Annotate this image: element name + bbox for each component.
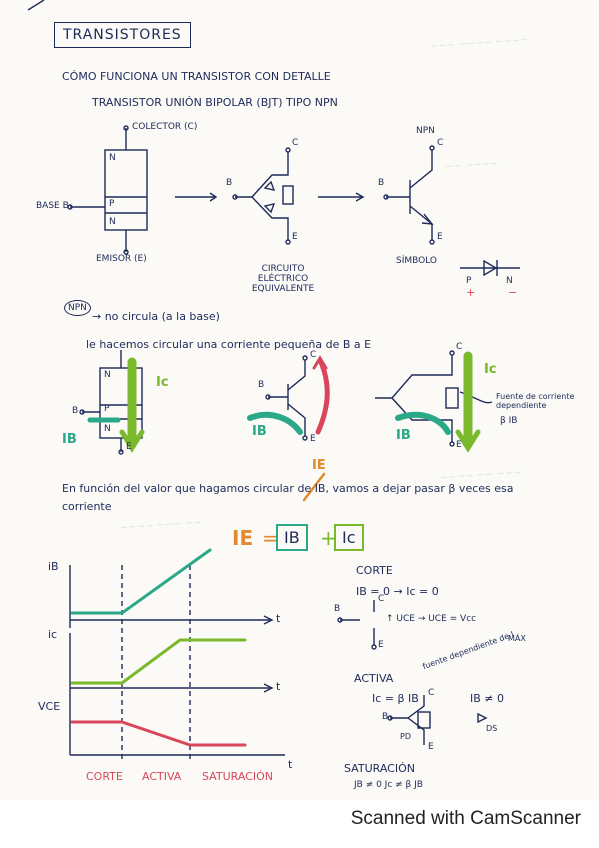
activa-c: C — [428, 688, 435, 698]
circuit-e-label: E — [292, 232, 298, 242]
circuit-b-label: B — [226, 178, 233, 188]
ie-label: IE — [312, 458, 326, 473]
d2-b-label: B — [72, 406, 79, 416]
corte-max: MÁX — [508, 634, 526, 643]
symbol-caption: SÍMBOLO — [396, 256, 438, 266]
ib-label-left: IB — [62, 432, 77, 447]
graph-ic-label: ic — [48, 628, 58, 641]
activa-e: E — [428, 742, 434, 752]
emitter-label: EMISOR (E) — [96, 254, 147, 264]
d2-layer-n-bottom: N — [104, 424, 111, 434]
eq-ie: IE — [232, 526, 254, 550]
d2-layer-n-top: N — [104, 370, 111, 380]
corte-eq: IB = 0 → Ic = 0 — [356, 585, 439, 598]
fuente-note: Fuente de corriente dependiente — [496, 392, 575, 410]
npn-circle: NPN — [64, 300, 91, 316]
d2-mid-e-label: E — [310, 434, 316, 444]
base-label: BASE B — [36, 201, 69, 211]
region-activa: ACTIVA — [142, 770, 182, 783]
graph-t-2: t — [276, 680, 281, 693]
note-hacemos: le hacemos circular una corriente pequeñ… — [86, 338, 372, 351]
circuit-caption: CIRCUITO ELÉCTRICO EQUIVALENTE — [251, 264, 315, 294]
activa-b: B — [382, 712, 389, 722]
graph-t-1: t — [276, 612, 281, 625]
symbol-c-label: C — [437, 138, 444, 148]
corte-e: E — [378, 640, 384, 650]
graph-ib-label: iB — [48, 560, 59, 573]
d2-layer-p: P — [104, 404, 110, 414]
beta-ib-label: β IB — [500, 416, 518, 426]
corte-c: C — [378, 594, 385, 604]
layer-n-bottom: N — [109, 217, 116, 227]
activa-pd: PD — [400, 732, 411, 741]
npn-label: NPN — [416, 126, 435, 136]
corte-vce: ↑ UCE → UCE = Vcc — [386, 614, 477, 624]
equation-sentence: En función del valor que hagamos circula… — [62, 482, 514, 513]
hand-drawings — [27, 0, 520, 760]
activa-title: ACTIVA — [354, 672, 394, 685]
note-no-circula: → no circula (a la base) — [92, 310, 220, 323]
activa-cond: IB ≠ 0 — [470, 692, 504, 705]
diode-minus: − — [508, 286, 518, 299]
corte-title: CORTE — [356, 564, 393, 577]
diode-plus: + — [466, 286, 476, 299]
d2-right-c-label: C — [456, 342, 463, 352]
scanner-footer: Scanned with CamScanner — [350, 808, 581, 829]
ic-label-right: Ic — [484, 362, 497, 377]
corte-b: B — [334, 604, 341, 614]
heading: CÓMO FUNCIONA UN TRANSISTOR CON DETALLE — [62, 70, 331, 83]
graph-vce-label: VCE — [38, 700, 61, 713]
ib-label-mid: IB — [252, 424, 267, 439]
sat-eq: JB ≠ 0 Jc ≠ β JB — [354, 780, 423, 790]
eq-equals: = — [262, 526, 279, 550]
region-saturacion: SATURACIÓN — [202, 770, 273, 783]
symbol-b-label: B — [378, 178, 385, 188]
ib-label-right: IB — [396, 428, 411, 443]
sat-title: SATURACIÓN — [344, 762, 415, 775]
ic-label-left: Ic — [156, 375, 169, 390]
symbol-e-label: E — [437, 232, 443, 242]
subheading: TRANSISTOR UNIÓN BIPOLAR (BJT) TIPO NPN — [92, 96, 338, 109]
d2-mid-b-label: B — [258, 380, 265, 390]
diode-n-label: N — [506, 276, 513, 286]
layer-p: P — [109, 199, 115, 209]
diode-p-label: P — [466, 276, 472, 286]
eq-ib-box: IB — [276, 524, 308, 551]
d2-mid-c-label: C — [310, 350, 317, 360]
activa-ds: DS — [486, 724, 498, 733]
d2-right-e-label: E — [456, 440, 462, 450]
scanned-page: ~~~ ~~~~ ~~~~ ~~ ~~~~ ~~~~ ~~ ~~~ ~~~~ ~… — [27, 0, 575, 790]
circuit-c-label: C — [292, 138, 299, 148]
eq-ic-box: Ic — [334, 524, 364, 551]
collector-label: COLECTOR (C) — [132, 122, 198, 132]
layer-n-top: N — [109, 153, 116, 163]
eq-plus: + — [320, 526, 337, 550]
page-title: TRANSISTORES — [54, 22, 191, 48]
d2-e-label: E — [126, 442, 132, 452]
region-corte: CORTE — [86, 770, 123, 783]
graph-t-3: t — [288, 758, 293, 771]
activa-eq: Ic = β IB — [372, 692, 419, 705]
